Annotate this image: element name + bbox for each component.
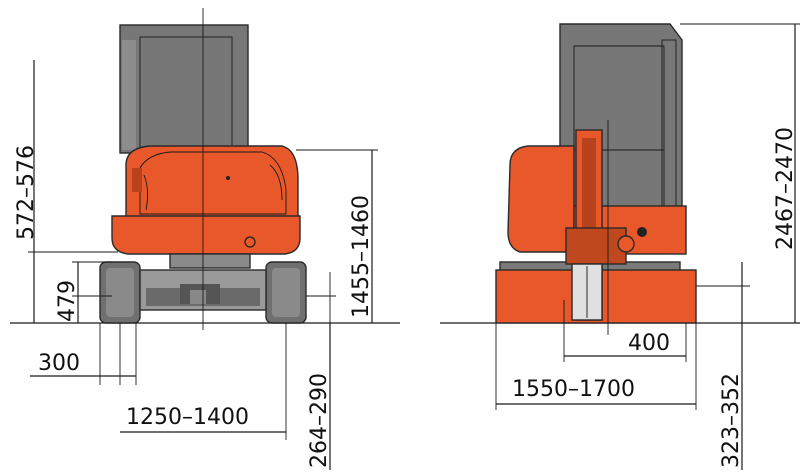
front-view: 2467–2470 400 1550–1700 323–352 [440, 23, 800, 470]
rear-cab-frame [119, 24, 249, 154]
dim-300: 300 [38, 351, 80, 376]
dim-572-576: 572–576 [14, 145, 39, 240]
rear-engine-hood [125, 145, 299, 223]
dim-2467-2470: 2467–2470 [773, 127, 798, 250]
dim-264-290: 264–290 [307, 373, 332, 468]
dim-479: 479 [55, 280, 80, 322]
front-body-side [507, 145, 575, 253]
front-boom-arm [565, 129, 635, 321]
dim-1250-1400: 1250–1400 [126, 405, 249, 430]
rear-counterweight [111, 215, 301, 255]
rear-view: 572–576 479 1455–1460 300 1250–1400 264–… [10, 8, 400, 470]
dim-323-352: 323–352 [719, 373, 744, 468]
dim-1550-1700: 1550–1700 [512, 377, 635, 402]
dim-400: 400 [628, 331, 670, 356]
dim-1455-1460: 1455–1460 [349, 195, 374, 318]
rear-swing-base [169, 253, 251, 269]
